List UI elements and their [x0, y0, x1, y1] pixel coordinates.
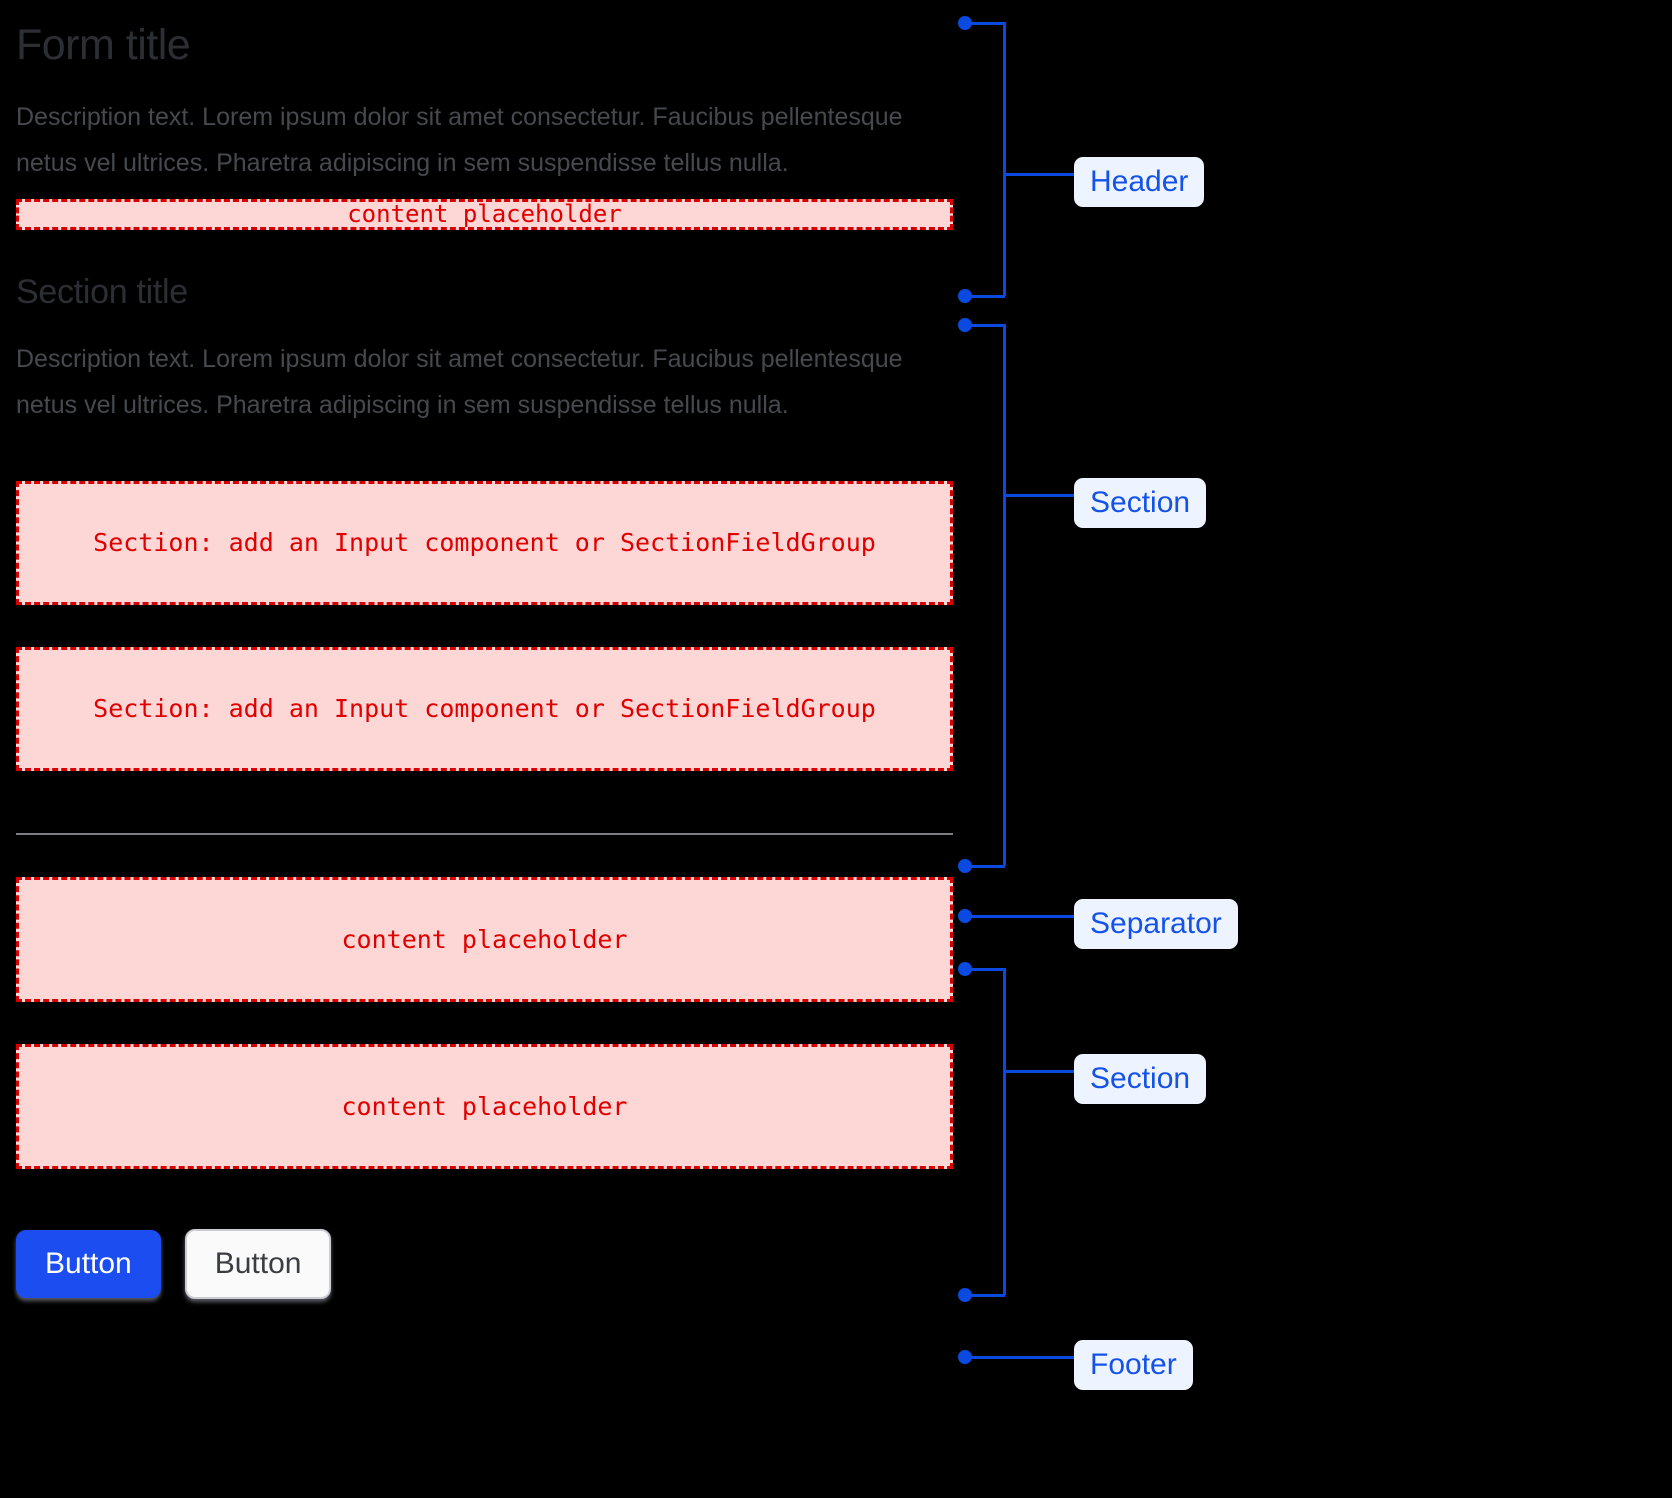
bracket-endpoint-dot — [958, 318, 972, 332]
form-anatomy: Form title Description text. Lorem ipsum… — [16, 0, 953, 1299]
section-field-placeholder-2[interactable]: Section: add an Input component or Secti… — [16, 646, 953, 771]
bracket-bottom-arm — [965, 865, 1005, 868]
form-header: Form title Description text. Lorem ipsum… — [16, 0, 953, 230]
bracket-bottom-arm — [965, 1294, 1005, 1297]
section-field-placeholder-1[interactable]: Section: add an Input component or Secti… — [16, 480, 953, 605]
bracket-label-leader — [1003, 494, 1074, 497]
bracket-top-arm — [965, 324, 1005, 327]
annotation-label-section-two[interactable]: Section — [1074, 1054, 1207, 1104]
annotation-label-separator[interactable]: Separator — [1074, 899, 1238, 949]
annotation-label-section-one[interactable]: Section — [1074, 478, 1207, 528]
bracket-top-arm — [965, 22, 1005, 25]
section-two-content-placeholder-1[interactable]: content placeholder — [16, 876, 953, 1002]
form-section-two: content placeholder content placeholder — [16, 876, 953, 1169]
header-content-placeholder[interactable]: content placeholder — [16, 198, 953, 230]
bracket-spine — [1003, 968, 1006, 1295]
bracket-label-leader — [1003, 173, 1074, 176]
bracket-endpoint-dot — [958, 859, 972, 873]
annotation-label-header[interactable]: Header — [1074, 157, 1205, 207]
section-title: Section title — [16, 272, 188, 311]
pointer-leader — [965, 915, 1075, 918]
form-header-description: Description text. Lorem ipsum dolor sit … — [16, 103, 903, 178]
pointer-endpoint-dot — [958, 909, 972, 923]
bracket-bottom-arm — [965, 295, 1005, 298]
form-section-one: Section title Description text. Lorem ip… — [16, 272, 953, 771]
bracket-endpoint-dot — [958, 16, 972, 30]
bracket-spine — [1003, 324, 1006, 865]
bracket-endpoint-dot — [958, 962, 972, 976]
pointer-leader — [965, 1356, 1075, 1359]
bracket-top-arm — [965, 968, 1005, 971]
bracket-label-leader — [1003, 1070, 1074, 1073]
form-footer: Button Button — [16, 1228, 953, 1299]
secondary-button[interactable]: Button — [184, 1228, 332, 1299]
form-title: Form title — [16, 21, 191, 69]
bracket-spine — [1003, 22, 1006, 296]
pointer-endpoint-dot — [958, 1350, 972, 1364]
bracket-endpoint-dot — [958, 1288, 972, 1302]
section-one-description: Description text. Lorem ipsum dolor sit … — [16, 345, 903, 419]
section-two-content-placeholder-2[interactable]: content placeholder — [16, 1043, 953, 1169]
form-separator — [16, 832, 953, 835]
primary-button[interactable]: Button — [16, 1229, 161, 1298]
annotation-label-footer[interactable]: Footer — [1074, 1340, 1193, 1390]
bracket-endpoint-dot — [958, 289, 972, 303]
